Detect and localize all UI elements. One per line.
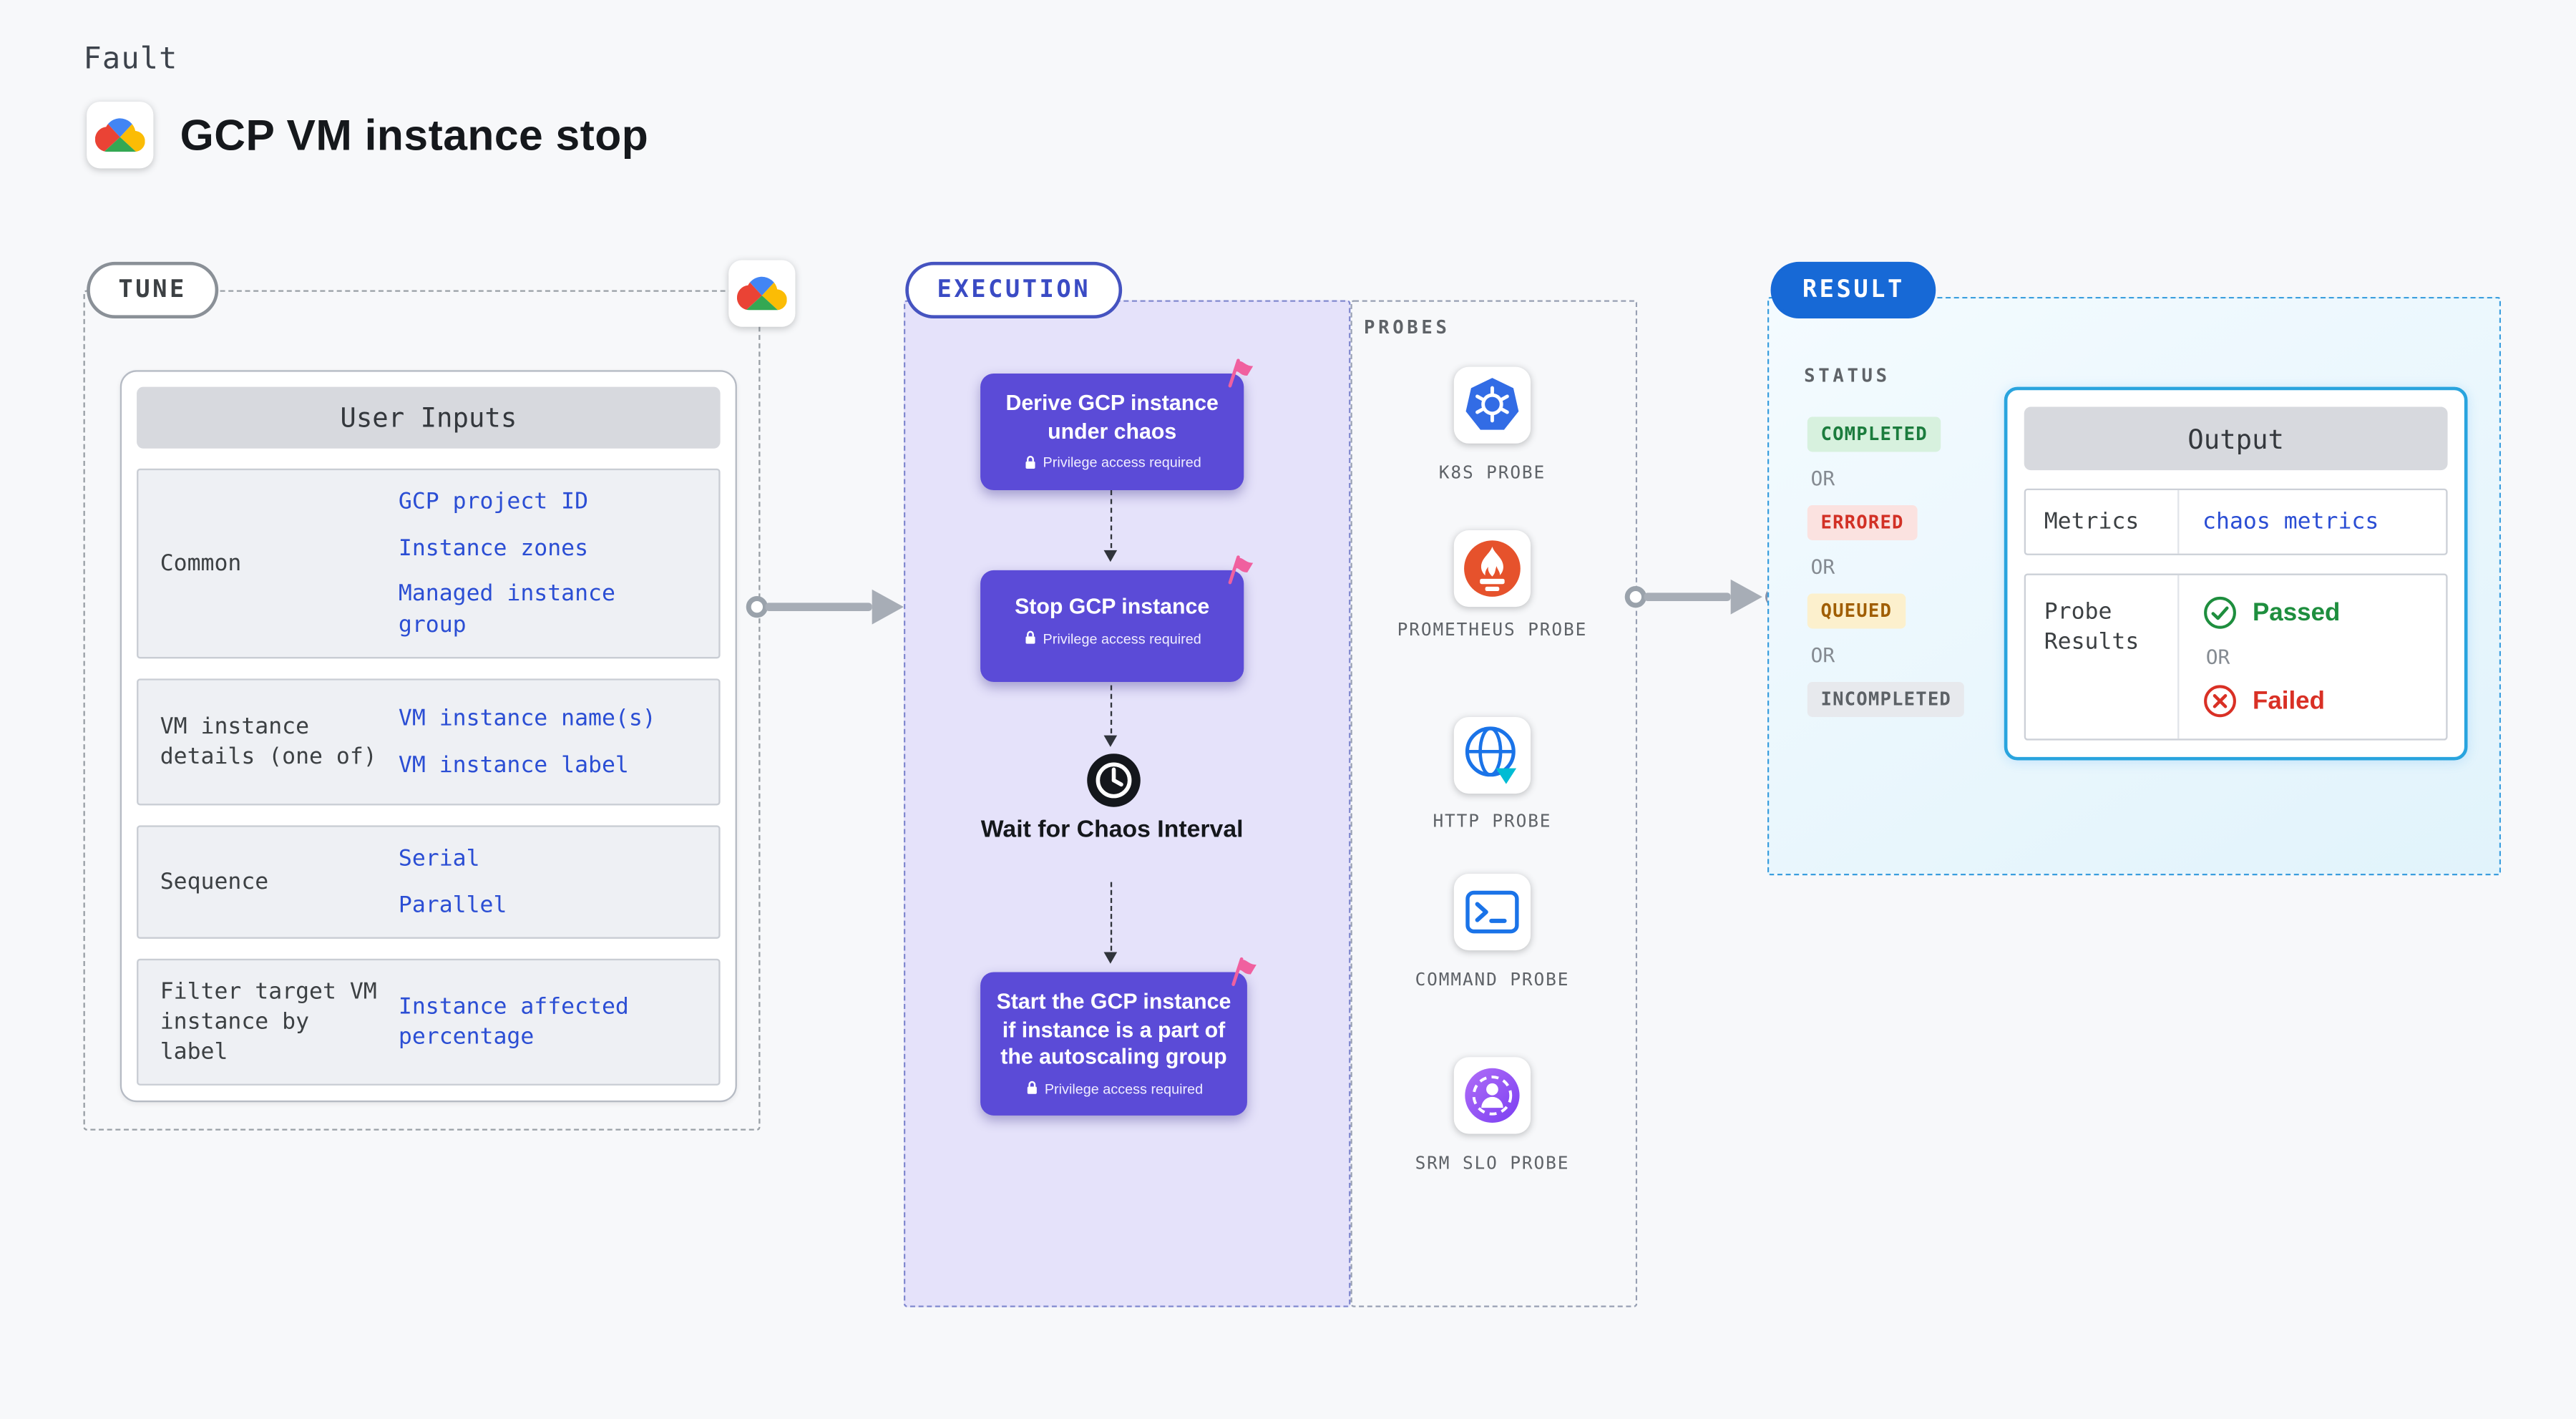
output-header: Output [2024, 406, 2448, 471]
probe-item [1453, 530, 1531, 608]
failed-label: Failed [2252, 687, 2325, 716]
input-value: VM instance name(s) [398, 705, 656, 732]
input-row-label: VM instance details (one of) [160, 713, 377, 771]
privilege-label: Privilege access required [1044, 1079, 1204, 1097]
chaos-flag-icon [1222, 554, 1259, 590]
step-label: Derive GCP instance under chaos [1005, 390, 1219, 443]
privilege-badge: Privilege access required [1025, 1080, 1203, 1096]
input-row-common: Common GCP project ID Instance zones Man… [137, 468, 721, 659]
input-row-label: Filter target VM instance by label [160, 978, 377, 1066]
or-separator: OR [2205, 645, 2230, 669]
input-value: Serial [398, 845, 480, 872]
user-inputs-card: User Inputs Common GCP project ID Instan… [119, 370, 737, 1103]
tune-section [83, 290, 761, 1131]
step-connector [1103, 685, 1118, 747]
fault-label: Fault [83, 42, 178, 77]
status-badge-queued: QUEUED [1807, 593, 1906, 629]
or-separator: OR [1810, 467, 1835, 491]
input-row-label: Sequence [160, 868, 269, 896]
input-value: VM instance label [398, 751, 629, 778]
output-card: Output Metrics chaos metrics Probe Resul… [2004, 386, 2468, 761]
status-badge-errored: ERRORED [1807, 505, 1918, 540]
probe-label: K8S PROBE [1438, 463, 1546, 484]
step-derive-gcp-instance: Derive GCP instance under chaos Privileg… [980, 359, 1254, 489]
prometheus-icon [1460, 537, 1524, 600]
status-list: COMPLETED OR ERRORED OR QUEUED OR INCOMP… [1807, 416, 1965, 717]
input-row-filter-label: Filter target VM instance by label Insta… [137, 958, 721, 1086]
privilege-label: Privilege access required [1043, 453, 1201, 471]
passed-label: Passed [2252, 598, 2341, 628]
status-badge-incompleted: INCOMPLETED [1807, 682, 1965, 717]
or-separator: OR [1810, 643, 1835, 668]
metrics-label: Metrics [2026, 490, 2180, 554]
chaos-flag-icon [1222, 357, 1259, 394]
step-wait-interval: Wait for Chaos Interval [980, 816, 1244, 844]
user-gauge-icon [1460, 1064, 1524, 1128]
input-row-vm-details: VM instance details (one of) VM instance… [137, 678, 721, 806]
metrics-row: Metrics chaos metrics [2024, 488, 2448, 555]
step-label: Start the GCP instance if instance is a … [996, 988, 1231, 1069]
page-title: GCP VM instance stop [180, 109, 649, 160]
step-connector [1103, 490, 1118, 562]
probe-item [1453, 366, 1531, 444]
lock-icon [1025, 1081, 1038, 1096]
input-value: Instance affected percentage [398, 993, 629, 1050]
probe-label: HTTP PROBE [1433, 811, 1552, 832]
probe-label: SRM SLO PROBE [1415, 1154, 1570, 1174]
flow-arrow-tune-to-execution [738, 584, 914, 639]
result-badge: RESULT [1770, 261, 1937, 319]
probe-label: COMMAND PROBE [1415, 970, 1570, 991]
input-value: Instance zones [398, 534, 589, 562]
chaos-flag-icon [1226, 955, 1262, 992]
lock-icon [1023, 454, 1037, 469]
kubernetes-icon [1460, 374, 1524, 437]
status-heading: STATUS [1804, 365, 1890, 387]
flow-arrow-execution-to-result [1619, 574, 1790, 629]
step-connector [1103, 882, 1118, 964]
or-separator: OR [1810, 555, 1835, 579]
probe-label: PROMETHEUS PROBE [1397, 620, 1588, 640]
metrics-value: chaos metrics [2202, 508, 2379, 535]
check-circle-icon [2202, 595, 2238, 630]
probe-results-label: Probe Results [2026, 575, 2180, 739]
input-row-sequence: Sequence Serial Parallel [137, 825, 721, 939]
privilege-badge: Privilege access required [1023, 454, 1201, 470]
user-inputs-header: User Inputs [137, 386, 721, 449]
input-value: Managed instance group [398, 580, 615, 638]
step-start-gcp-instance: Start the GCP instance if instance is a … [980, 957, 1257, 1116]
gcp-logo [87, 102, 154, 169]
clock-icon [1084, 751, 1144, 811]
probes-section [1350, 300, 1638, 1307]
probe-results-row: Probe Results Passed OR [2024, 573, 2448, 741]
probe-item [1453, 716, 1531, 794]
tune-badge: TUNE [87, 261, 219, 319]
privilege-label: Privilege access required [1043, 629, 1201, 646]
probes-label: PROBES [1364, 316, 1450, 339]
globe-icon [1459, 722, 1526, 789]
step-label: Stop GCP instance [1015, 593, 1210, 619]
input-value: GCP project ID [398, 488, 589, 516]
terminal-icon [1460, 880, 1524, 944]
input-value: Parallel [398, 891, 507, 918]
tune-gcp-logo [728, 260, 796, 327]
probe-item [1453, 873, 1531, 951]
probe-item [1453, 1057, 1531, 1134]
x-circle-icon [2202, 683, 2238, 718]
privilege-badge: Privilege access required [1023, 630, 1201, 646]
lock-icon [1023, 630, 1037, 645]
execution-badge: EXECUTION [905, 261, 1123, 319]
status-badge-completed: COMPLETED [1807, 416, 1941, 452]
input-row-label: Common [160, 550, 242, 577]
step-stop-gcp-instance: Stop GCP instance Privilege access requi… [980, 555, 1254, 683]
